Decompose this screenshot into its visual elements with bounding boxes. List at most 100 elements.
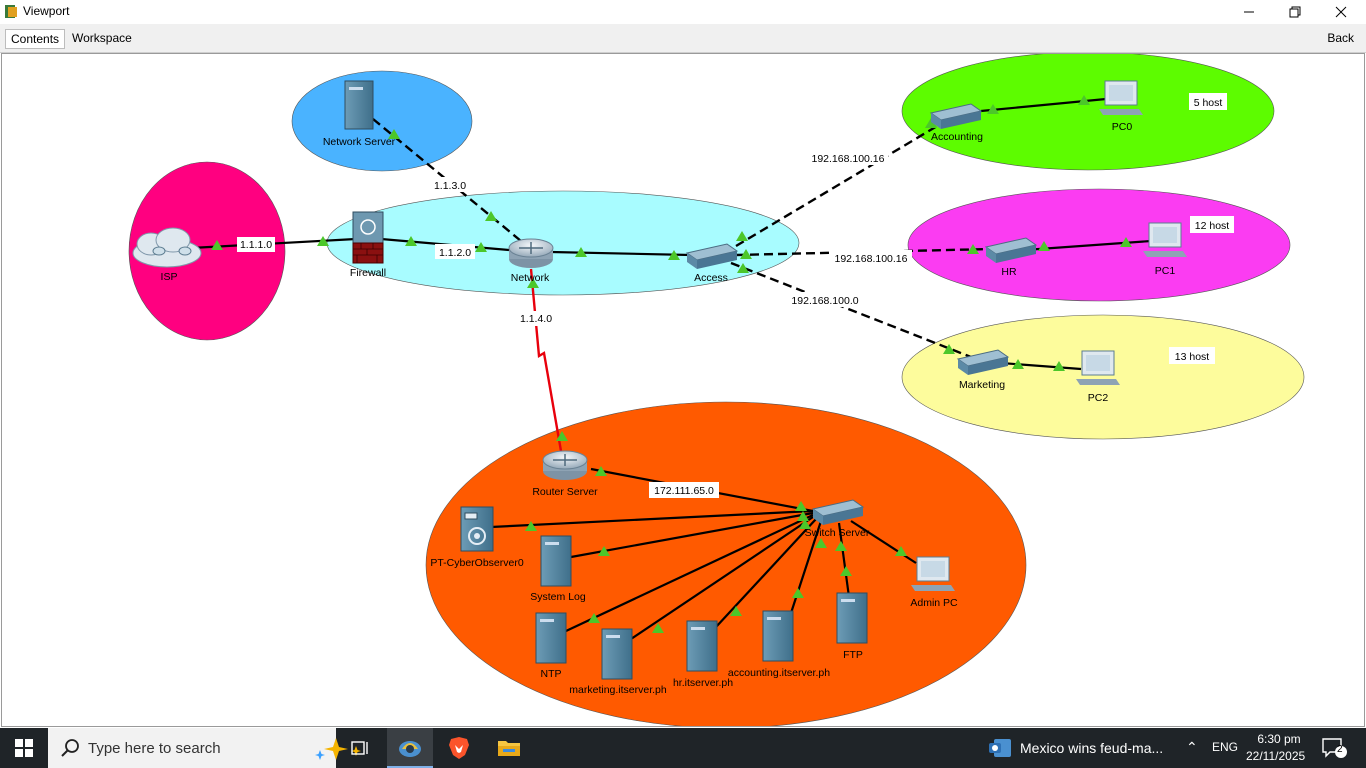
marketing-label: Marketing	[959, 379, 1005, 391]
search-placeholder: Type here to search	[88, 740, 221, 757]
tab-bar: Contents Workspace Back	[0, 24, 1366, 53]
subnet-accounting: 192.168.100.16	[812, 153, 885, 165]
workspace-canvas[interactable]: ISP Firewall Network Server Network Acce…	[1, 53, 1365, 727]
router-server-label: Router Server	[532, 486, 598, 498]
show-hidden-icons-icon[interactable]: ⌃	[1186, 739, 1198, 755]
accounting-zone	[901, 54, 1275, 171]
taskbar-packet-tracer[interactable]	[387, 728, 433, 768]
network-server-label: Network Server	[323, 136, 396, 148]
hr-switch-icon[interactable]	[984, 237, 1038, 263]
link-ntp-switch	[565, 514, 814, 632]
router-server-icon[interactable]	[542, 450, 588, 480]
clock-time[interactable]: 6:30 pm	[1257, 732, 1301, 746]
windows-icon	[15, 739, 33, 757]
search-icon	[61, 739, 79, 757]
link-cyber-switch	[490, 509, 814, 529]
server-farm-zone	[425, 401, 1027, 726]
task-view-icon	[351, 741, 368, 755]
firewall-label: Firewall	[350, 267, 386, 279]
isp-label: ISP	[161, 271, 178, 283]
window-title: Viewport	[23, 4, 70, 18]
minimize-button[interactable]	[1226, 0, 1272, 23]
pc2-label: PC2	[1088, 392, 1109, 404]
notification-center-button[interactable]: 2	[1322, 738, 1348, 761]
taskbar: Type here to search Mexico wins feud-ma.…	[0, 728, 1366, 768]
marketing-zone	[901, 314, 1305, 440]
pc1-label: PC1	[1155, 265, 1176, 277]
firewall-icon[interactable]	[352, 211, 384, 264]
system-log-label: System Log	[530, 591, 586, 603]
hr-server-label: hr.itserver.ph	[673, 677, 733, 689]
packet-tracer-icon	[5, 5, 17, 18]
cyberobserver-icon[interactable]	[460, 506, 494, 552]
taskbar-file-explorer[interactable]	[486, 728, 532, 768]
server-zone	[291, 70, 473, 172]
switch-server-label: Switch Server	[805, 527, 870, 539]
access-switch-icon[interactable]	[685, 243, 739, 269]
admin-pc-label: Admin PC	[910, 597, 958, 609]
pc2-icon[interactable]	[1076, 350, 1120, 385]
link-marketing-pc2	[1000, 361, 1082, 371]
link-syslog-switch	[570, 511, 814, 559]
host-count-hr: 12 host	[1195, 220, 1230, 232]
copilot-sparkle-icon	[315, 738, 361, 760]
packet-tracer-app-icon	[399, 741, 421, 757]
serial-link-network-router	[529, 268, 563, 452]
clock-date[interactable]: 22/11/2025	[1246, 749, 1306, 763]
isp-zone	[128, 161, 286, 341]
link-access-accounting	[735, 111, 960, 248]
switch-server-icon[interactable]	[811, 499, 865, 525]
notification-icon	[1322, 738, 1347, 758]
network-diagram: ISP Firewall Network Server Network Acce…	[128, 54, 1305, 726]
ftp-server-icon[interactable]	[836, 592, 868, 644]
host-count-accounting: 5 host	[1194, 97, 1223, 109]
taskbar-brave[interactable]	[436, 728, 482, 768]
notification-count: 2	[1337, 744, 1343, 755]
search-box[interactable]: Type here to search	[48, 728, 361, 768]
subnet-server: 1.1.3.0	[434, 180, 466, 192]
pc0-icon[interactable]	[1099, 80, 1143, 115]
close-button[interactable]	[1318, 0, 1364, 23]
pc1-icon[interactable]	[1143, 222, 1187, 257]
network-router-icon[interactable]	[508, 238, 554, 268]
network-server-icon[interactable]	[344, 80, 374, 130]
accounting-switch-icon[interactable]	[929, 103, 983, 129]
minimize-icon	[1244, 11, 1254, 12]
link-indicators	[211, 95, 1132, 633]
pc0-label: PC0	[1112, 121, 1133, 133]
marketing-switch-icon[interactable]	[956, 349, 1010, 375]
news-icon	[989, 739, 1011, 757]
subnet-server-farm: 172.111.65.0	[654, 485, 714, 497]
folder-icon	[498, 741, 520, 756]
cyberobserver-label: PT-CyberObserver0	[430, 557, 524, 569]
hr-label: HR	[1001, 266, 1017, 278]
title-bar: Viewport	[0, 0, 1366, 23]
isp-cloud-icon[interactable]	[132, 227, 202, 268]
marketing-server-icon[interactable]	[601, 628, 633, 680]
ntp-server-icon[interactable]	[535, 612, 567, 664]
ntp-label: NTP	[541, 668, 562, 680]
admin-pc-icon[interactable]	[911, 556, 955, 591]
restore-button[interactable]	[1272, 0, 1318, 23]
tab-contents[interactable]: Contents	[5, 29, 66, 49]
subnet-isp: 1.1.1.0	[240, 239, 272, 251]
brave-browser-icon	[449, 737, 469, 759]
accounting-label: Accounting	[931, 131, 983, 143]
ftp-label: FTP	[843, 649, 863, 661]
system-log-server-icon[interactable]	[540, 535, 572, 587]
tab-workspace[interactable]: Workspace	[72, 31, 132, 45]
news-headline: Mexico wins feud-ma...	[1020, 740, 1164, 756]
hr-server-icon[interactable]	[686, 620, 718, 672]
task-view-button[interactable]	[338, 728, 384, 768]
close-icon	[1335, 6, 1347, 17]
link-access-marketing	[730, 261, 972, 359]
language-indicator[interactable]: ENG	[1212, 740, 1239, 754]
accounting-server-icon[interactable]	[762, 610, 794, 662]
news-widget[interactable]: Mexico wins feud-ma...	[988, 728, 1163, 768]
network-label: Network	[511, 272, 550, 284]
back-button[interactable]: Back	[1327, 31, 1354, 45]
link-ftp-switch	[837, 522, 851, 598]
marketing-server-label: marketing.itserver.ph	[569, 684, 667, 696]
accounting-server-label: accounting.itserver.ph	[728, 667, 830, 679]
start-button[interactable]	[0, 728, 48, 768]
